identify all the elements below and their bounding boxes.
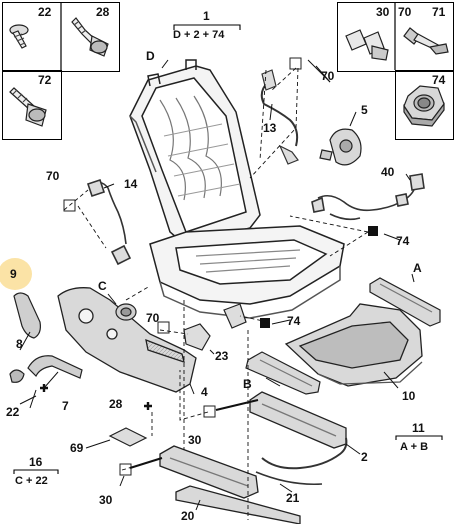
callout-9-highlight — [0, 258, 32, 290]
callout-40: 40 — [381, 165, 395, 179]
side-shield — [57, 287, 197, 393]
bolt-28-icon — [71, 17, 109, 57]
group-1-formula: D + 2 + 74 — [173, 29, 225, 41]
callout-28: 28 — [109, 397, 123, 411]
callout-74-mid: 74 — [396, 234, 410, 248]
leader-lines — [63, 67, 369, 520]
screw-22-icon — [9, 24, 29, 49]
callout-14: 14 — [124, 177, 138, 191]
lever-7 — [27, 355, 83, 379]
bracket-69 — [108, 427, 148, 447]
group-brackets — [13, 24, 443, 474]
callout-70-left: 70 — [46, 169, 60, 183]
rail-B — [245, 351, 321, 395]
handle-9 — [13, 292, 41, 339]
rail-A — [369, 277, 441, 327]
callout-A: A — [413, 261, 422, 275]
group-16-formula: C + 22 — [15, 475, 48, 487]
bracket-23 — [183, 323, 211, 351]
callout-30-mid: 30 — [188, 433, 202, 447]
callout-70-mid: 70 — [146, 311, 160, 325]
cap-8 — [9, 369, 25, 383]
callout-C: C — [98, 279, 107, 293]
callout-30-bottom: 30 — [99, 493, 113, 507]
screw-72-icon — [9, 87, 47, 127]
callout-5: 5 — [361, 103, 368, 117]
clip-30-icon — [345, 29, 389, 61]
group-11-formula: A + B — [400, 441, 429, 453]
callout-7: 7 — [62, 399, 69, 413]
rail-2 — [249, 391, 347, 449]
callout-B: B — [243, 377, 252, 391]
seat-base-frame — [149, 225, 345, 319]
fastener-label-72: 72 — [38, 73, 52, 87]
fastener-label-22: 22 — [38, 5, 52, 19]
group-16-number: 16 — [29, 455, 43, 469]
callout-23: 23 — [215, 349, 229, 363]
callout-2: 2 — [361, 450, 368, 464]
fastener-box-bottom-left — [2, 70, 62, 140]
solid-leaders — [19, 59, 415, 511]
rivet-71-icon — [403, 27, 449, 55]
fastener-label-28: 28 — [96, 5, 110, 19]
harness-13 — [260, 81, 299, 147]
callout-10: 10 — [402, 389, 416, 403]
seat-back-frame — [129, 59, 261, 245]
fastener-label-30: 30 — [376, 5, 390, 19]
fastener-box-bottom-right — [395, 70, 454, 140]
callout-21: 21 — [286, 491, 300, 505]
cable-14 — [86, 178, 132, 266]
callout-20: 20 — [181, 509, 195, 523]
bar-21 — [261, 437, 348, 470]
callout-22: 22 — [6, 405, 20, 419]
cover-10 — [284, 303, 423, 387]
callout-4: 4 — [201, 385, 208, 399]
knob-C — [115, 303, 137, 321]
callout-9: 9 — [10, 267, 17, 281]
fastener-label-70: 70 — [398, 5, 412, 19]
part-5 — [319, 128, 362, 166]
callout-8: 8 — [16, 337, 23, 351]
group-11-number: 11 — [412, 421, 425, 435]
fastener-label-74: 74 — [432, 73, 446, 87]
nut-74-icon — [403, 85, 445, 127]
harness-40 — [311, 173, 425, 221]
callout-74-lower: 74 — [287, 314, 301, 328]
rail-20 — [159, 445, 301, 524]
callout-13: 13 — [263, 121, 277, 135]
group-1-number: 1 — [203, 9, 210, 23]
fastener-label-71: 71 — [432, 5, 446, 19]
callout-69: 69 — [70, 441, 84, 455]
callout-70-top: 70 — [321, 69, 335, 83]
callout-D: D — [146, 49, 155, 63]
